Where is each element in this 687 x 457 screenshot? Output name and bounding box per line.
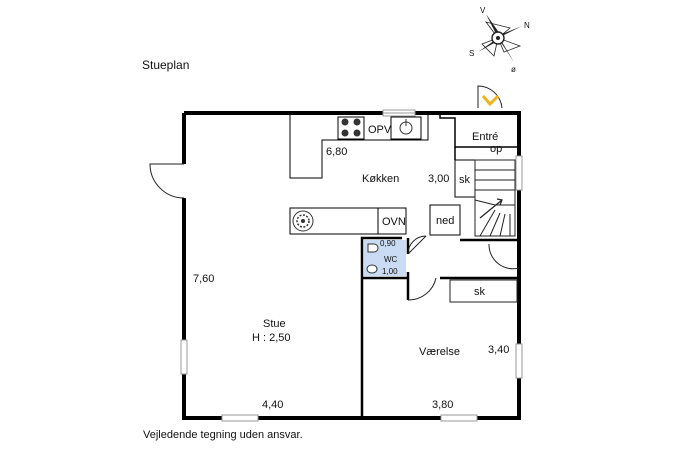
compass-v-label: V xyxy=(480,6,486,15)
wc-width-label: 0,90 xyxy=(380,239,396,248)
stairs xyxy=(474,159,516,237)
hob-icon xyxy=(341,118,361,137)
stair-down-label: ned xyxy=(436,215,454,227)
living-name-label: Stue xyxy=(263,318,286,330)
windows xyxy=(180,109,523,422)
kitchen-depth-label: 3,00 xyxy=(428,173,449,185)
compass-n-label: N xyxy=(524,21,530,30)
entry-arrow-icon xyxy=(481,94,500,107)
exterior-walls xyxy=(182,111,521,420)
kitchen-width-label: 6,80 xyxy=(326,146,347,158)
fan-icon xyxy=(292,210,314,232)
living-width-label: 4,40 xyxy=(262,399,283,411)
dishwasher-label: OPV xyxy=(368,124,392,136)
living-depth-label: 7,60 xyxy=(193,273,214,285)
compass-o-label: ø xyxy=(511,65,516,74)
footer-note: Vejledende tegning uden ansvar. xyxy=(143,429,303,441)
kitchen-name-label: Køkken xyxy=(362,173,399,185)
living-side-door xyxy=(149,163,187,199)
compass-icon xyxy=(478,14,522,62)
bedroom-wardrobe xyxy=(449,279,518,303)
entry-name-label: Entré xyxy=(472,131,498,143)
wc-name-label: WC xyxy=(384,255,398,264)
living-height-label: H : 2,50 xyxy=(252,332,291,344)
bedroom-depth-label: 3,40 xyxy=(488,344,509,356)
interior-doors xyxy=(407,235,520,301)
wc-fixtures xyxy=(366,243,379,274)
wc-depth-label: 1,00 xyxy=(382,267,398,276)
plan-title: Stueplan xyxy=(142,58,190,72)
bedroom-name-label: Værelse xyxy=(419,346,460,358)
entry-wardrobe-label: sk xyxy=(459,174,471,186)
stair-up-label: op xyxy=(490,143,502,155)
sink-icon xyxy=(399,119,413,135)
toilet-icon xyxy=(366,264,378,274)
entry-door xyxy=(477,85,503,109)
bedroom-width-label: 3,80 xyxy=(432,399,453,411)
compass-s-label: S xyxy=(469,49,474,58)
bedroom-wardrobe-label: sk xyxy=(474,286,486,298)
oven-label: OVN xyxy=(382,216,406,228)
